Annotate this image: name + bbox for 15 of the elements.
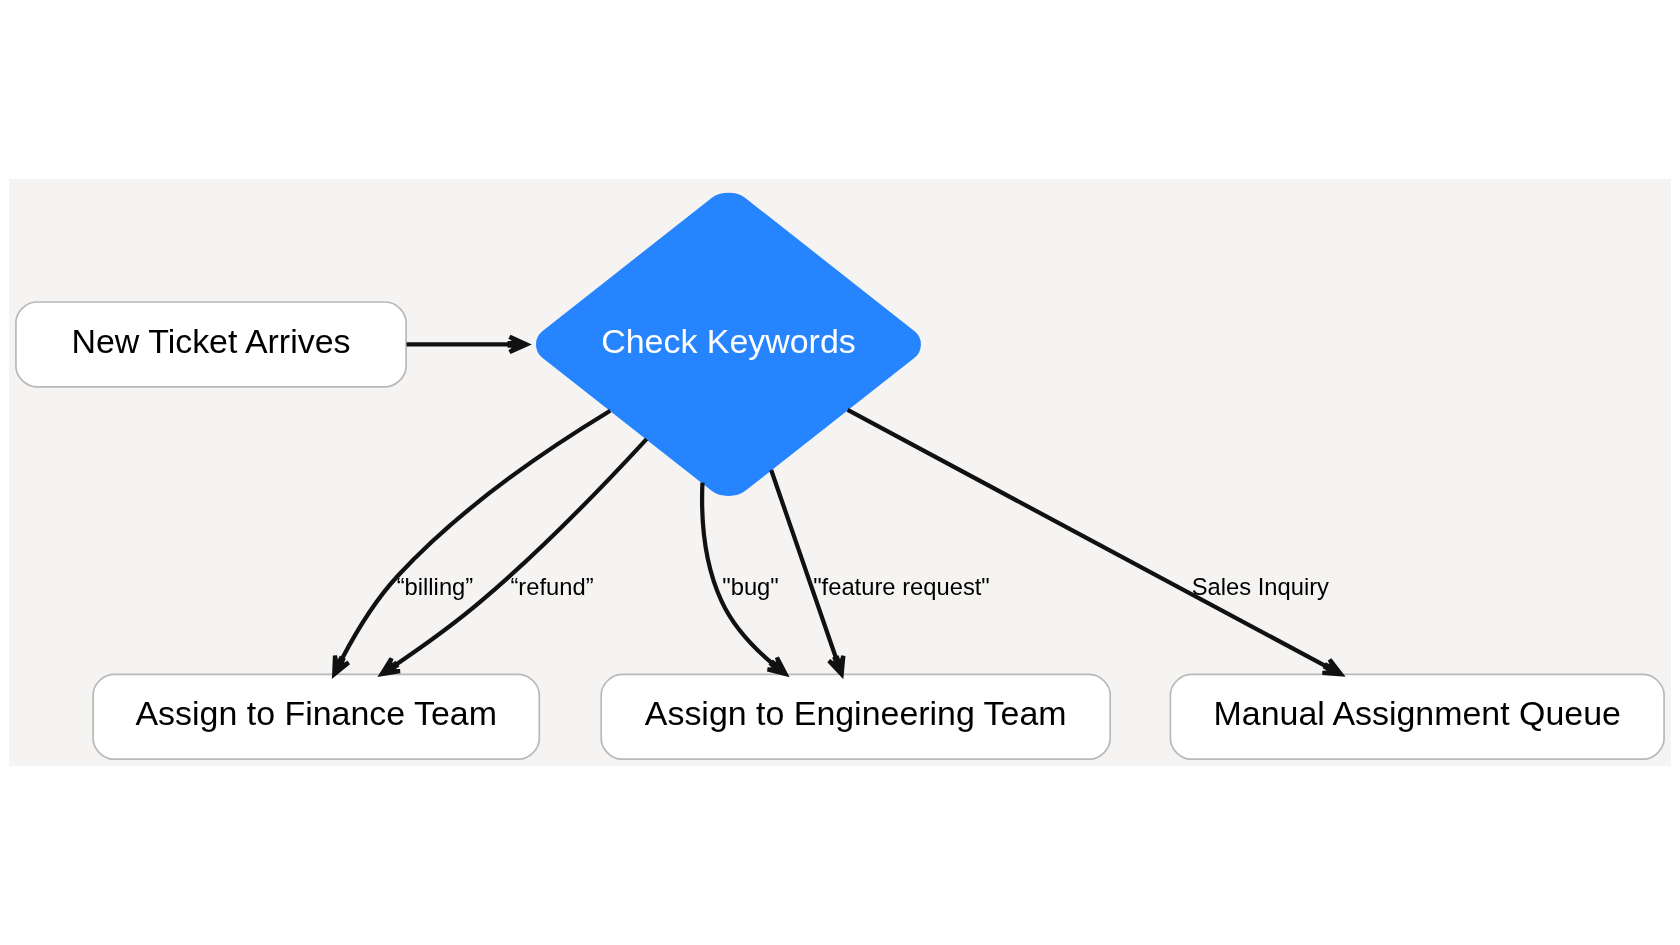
arrow [846,408,1344,677]
arrow [332,409,612,677]
arrow [379,437,649,677]
arrow [406,334,529,355]
edge-label: “billing” [396,572,474,600]
arrow [769,469,846,677]
node-box: Assign to Engineering Team [600,673,1111,761]
node-box: Manual Assignment Queue [1169,673,1665,761]
edge-label: "bug" [722,572,779,600]
edge-label: “refund” [510,572,594,600]
edge-label: "feature request" [813,572,990,600]
node-box: Assign to Finance Team [92,673,541,761]
arrow [700,482,788,677]
edge-label: Sales Inquiry [1191,572,1329,600]
node-box: New Ticket Arrives [15,301,407,388]
